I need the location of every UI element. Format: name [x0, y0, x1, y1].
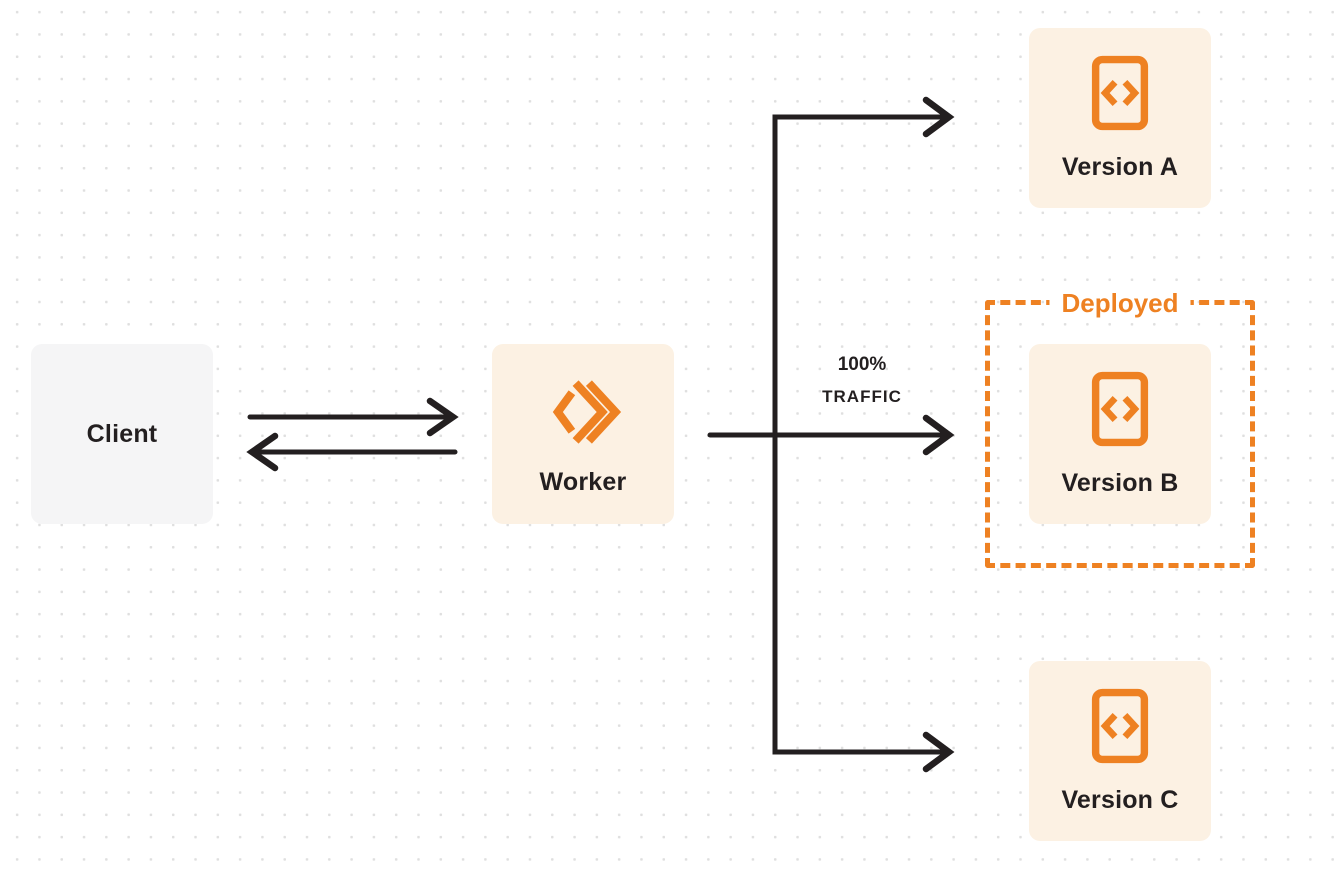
- version-b-label: Version B: [1061, 468, 1179, 497]
- node-version-c: Version C: [1029, 661, 1211, 841]
- traffic-percent-text: 100%: [837, 354, 887, 375]
- version-c-label: Version C: [1061, 785, 1179, 814]
- node-client: Client: [31, 344, 213, 524]
- version-a-label: Version A: [1061, 152, 1179, 181]
- worker-double-chevron-icon: [552, 379, 622, 444]
- deployed-group-outline: Deployed: [985, 286, 1255, 568]
- code-file-icon: [1091, 688, 1149, 763]
- arrowhead-version-b: [922, 414, 955, 456]
- arrowhead-version-a: [922, 96, 955, 138]
- traffic-branch-lines: [707, 96, 955, 773]
- deployed-group-label: Deployed: [1049, 286, 1191, 320]
- client-label: Client: [86, 419, 158, 448]
- code-file-icon: [1091, 55, 1149, 130]
- request-arrow: [247, 397, 459, 437]
- node-version-a: Version A: [1029, 28, 1211, 208]
- code-file-icon: [1091, 371, 1149, 446]
- node-worker: Worker: [492, 344, 674, 524]
- traffic-word-text: TRAFFIC: [822, 387, 902, 406]
- node-version-b: Version B: [1029, 344, 1211, 524]
- worker-label: Worker: [539, 467, 627, 496]
- arrowhead-version-c: [922, 731, 955, 773]
- response-arrow: [246, 432, 458, 472]
- traffic-edge-label: 100% TRAFFIC: [787, 349, 937, 413]
